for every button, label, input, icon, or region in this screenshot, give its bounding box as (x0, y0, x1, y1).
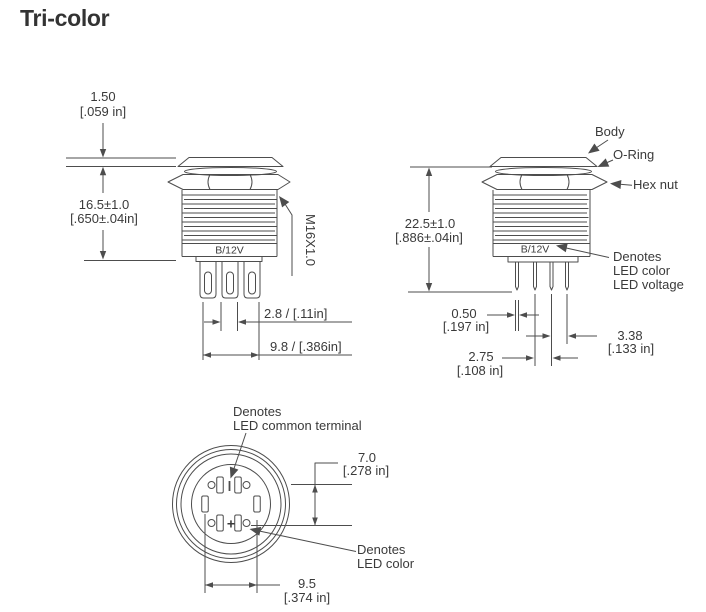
right-overall-height-mm: 22.5±1.0 (405, 216, 456, 231)
marking-note-3: LED voltage (613, 277, 684, 292)
row-pitch-dimension: 7.0 [.278 in] (251, 450, 389, 526)
common-note-2: LED common terminal (233, 418, 362, 433)
color-note-1: Denotes (357, 542, 406, 557)
cap (177, 157, 284, 167)
left-body-height-mm: 16.5±1.0 (79, 197, 130, 212)
body-label: Body (595, 124, 625, 139)
left-cap-height-dimension: 1.50 [.059 in] (66, 89, 176, 193)
threads (182, 194, 277, 241)
hex-nut (167, 174, 291, 190)
left-side-view: 1.50 [.059 in] 16.5±1.0 [.650±.04in] (66, 89, 352, 360)
right-body-marking: B/12V (521, 244, 550, 256)
left-terminal-dimensions: 2.8 / [.11in] 9.8 / [.386in] (202, 302, 352, 360)
pin-pitch-outer-in: [.133 in] (608, 341, 654, 356)
left-body-height-in: [.650±.04in] (70, 211, 138, 226)
left-body-height-dimension: 16.5±1.0 [.650±.04in] (70, 197, 176, 261)
common-terminal-note: Denotes LED common terminal (229, 404, 362, 479)
page-title: Tri-color (20, 5, 110, 31)
row-pitch-mm: 7.0 (358, 450, 376, 465)
pin-pitch-inner-mm: 2.75 (468, 349, 493, 364)
oring-arrow (597, 158, 610, 167)
o-ring (184, 167, 277, 176)
pin-pitch-inner-in: [.108 in] (457, 363, 503, 378)
pin-pitch-outer-mm: 3.38 (617, 328, 642, 343)
right-button-outline: B/12V (481, 157, 608, 291)
bottom-view-terminals: + (201, 476, 261, 532)
left-terminal-width: 2.8 / [.11in] (264, 306, 327, 321)
hexnut-label: Hex nut (633, 177, 678, 192)
switch-terminal (253, 495, 261, 513)
hex-nut (481, 174, 608, 190)
color-note-arrow (249, 526, 262, 536)
right-side-view: 22.5±1.0 [.886±.04in] B/12V (395, 124, 684, 378)
common-note-arrow (229, 466, 239, 479)
switch-terminal (201, 495, 209, 513)
row-pitch-in: [.278 in] (343, 463, 389, 478)
body-arrow (588, 143, 600, 154)
bottom-view-rings (172, 445, 290, 563)
marking-arrow (556, 243, 568, 253)
base (507, 256, 579, 263)
right-overall-height-in: [.886±.04in] (395, 230, 463, 245)
pin-width-in: [.197 in] (443, 319, 489, 334)
common-note-1: Denotes (233, 404, 282, 419)
led-terminal (207, 481, 216, 489)
left-body-marking: B/12V (215, 245, 244, 257)
flat-terminals (199, 261, 261, 299)
bottom-view: + Denotes LED common terminal 7.0 [.278 … (172, 404, 415, 605)
right-overall-height-dimension: 22.5±1.0 [.886±.04in] (395, 166, 512, 293)
left-button-outline: B/12V (167, 157, 291, 299)
right-pin-dimensions: 0.50 [.197 in] 3.38 [.133 in] 2.75 [.108… (443, 294, 654, 378)
span-dimension: 9.5 [.374 in] (204, 514, 330, 605)
body-sides (181, 190, 278, 257)
led-terminal (207, 519, 216, 527)
span-in: [.374 in] (284, 590, 330, 605)
oring-label: O-Ring (613, 147, 654, 162)
left-terminal-span: 9.8 / [.386in] (270, 339, 342, 354)
right-part-labels: Body O-Ring Hex nut Denotes LED color LE… (556, 124, 684, 292)
thread-spec-callout: M16X1.0 (279, 196, 318, 276)
led-color-note: Denotes LED color (249, 526, 415, 571)
marking-note-1: Denotes (613, 249, 662, 264)
o-ring (495, 167, 592, 176)
marking-note-2: LED color (613, 263, 671, 278)
led-terminal (242, 481, 251, 489)
led-terminal (242, 519, 251, 527)
pin-terminals (515, 262, 569, 291)
threads (493, 194, 589, 241)
base (195, 256, 263, 262)
plus-mark: + (227, 516, 235, 532)
left-cap-height-mm: 1.50 (90, 89, 115, 104)
cap (489, 157, 598, 167)
body-sides (492, 190, 591, 257)
left-cap-height-in: [.059 in] (80, 104, 126, 119)
hexnut-arrow (610, 180, 622, 189)
span-mm: 9.5 (298, 576, 316, 591)
pin-width-mm: 0.50 (451, 306, 476, 321)
color-note-2: LED color (357, 556, 415, 571)
left-thread-spec: M16X1.0 (303, 214, 318, 266)
